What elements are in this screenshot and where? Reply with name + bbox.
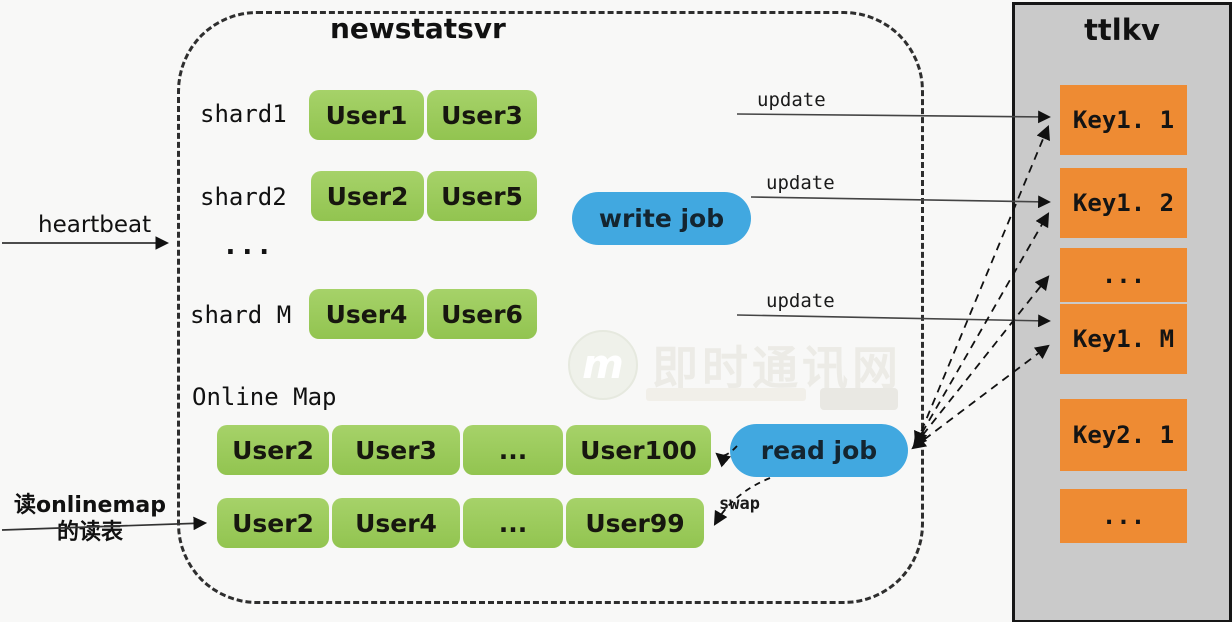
online-map-row-read: User2 User4 ... User99: [217, 498, 704, 548]
ttlkv-panel: ttlkv Key1. 1 Key1. 2 ... Key1. M Key2. …: [1012, 2, 1232, 622]
key-box: Key1. 2: [1060, 168, 1187, 238]
watermark-logo-icon: m: [568, 330, 638, 400]
user-box-ellipsis: ...: [463, 498, 563, 548]
shard2-users-row: User2 User5: [311, 171, 537, 221]
newstatsvr-title: newstatsvr: [330, 12, 506, 45]
write-job-pill: write job: [572, 192, 751, 245]
user-box-ellipsis: ...: [463, 425, 563, 475]
read-onlinemap-note-line2: 的读表: [56, 520, 123, 545]
user-box: User6: [427, 289, 537, 339]
watermark-badge: [820, 388, 898, 410]
heartbeat-label: heartbeat: [38, 212, 152, 238]
read-onlinemap-note-line1: 读onlinemap: [14, 493, 166, 518]
key-box: Key1. M: [1060, 304, 1187, 374]
shard-m-users-row: User4 User6: [309, 289, 537, 339]
user-box: User1: [309, 90, 424, 140]
key-box: Key2. 1: [1060, 399, 1187, 471]
update-label-2: update: [766, 172, 835, 194]
user-box: User3: [427, 90, 537, 140]
update-label-3: update: [766, 290, 835, 312]
online-map-row-current: User2 User3 ... User100: [217, 425, 711, 475]
online-map-title: Online Map: [192, 383, 337, 411]
user-box: User4: [332, 498, 460, 548]
key-box-ellipsis: ...: [1060, 489, 1187, 543]
user-box: User2: [311, 171, 424, 221]
key-box-ellipsis: ...: [1060, 248, 1187, 302]
shard-m-label: shard M: [190, 301, 292, 329]
user-box: User2: [217, 425, 329, 475]
user-box: User2: [217, 498, 329, 548]
key-box: Key1. 1: [1060, 85, 1187, 155]
shard2-label: shard2: [200, 183, 287, 211]
user-box: User5: [427, 171, 537, 221]
shards-ellipsis: ...: [222, 228, 273, 261]
watermark-text: 即时通讯网: [652, 341, 902, 395]
watermark-subtext-bar: [646, 388, 806, 401]
ttlkv-title: ttlkv: [1084, 13, 1160, 47]
user-box: User3: [332, 425, 460, 475]
update-label-1: update: [757, 89, 826, 111]
user-box: User99: [566, 498, 704, 548]
shard1-users-row: User1 User3: [309, 90, 537, 140]
shard1-label: shard1: [200, 100, 287, 128]
user-box: User4: [309, 289, 424, 339]
read-job-pill: read job: [730, 424, 908, 477]
swap-label: swap: [719, 494, 760, 514]
read-onlinemap-note: 读onlinemap 的读表: [6, 492, 174, 546]
watermark: m 即时通讯网: [568, 330, 902, 410]
user-box: User100: [566, 425, 711, 475]
